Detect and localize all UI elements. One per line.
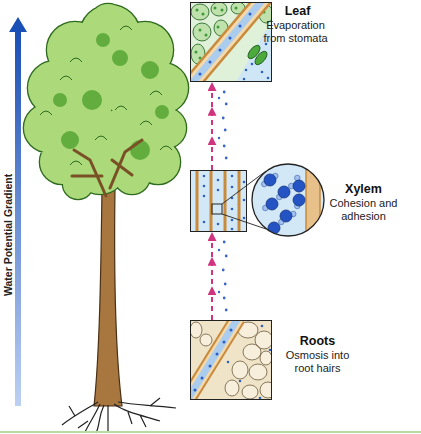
flow-arrow: [211, 82, 213, 170]
vessel-wall: [306, 160, 320, 240]
tree-branches: [72, 140, 142, 196]
leaf-cross-section: [190, 2, 272, 82]
stage-description: Evaporation from stomata: [258, 19, 334, 45]
xylem-section: [190, 170, 247, 232]
bottom-rule: [0, 431, 421, 433]
zoom-detail: [252, 160, 324, 240]
crown-shading: [53, 33, 169, 160]
water-dots: [218, 91, 228, 312]
stage-box: XylemCohesion and adhesion: [190, 170, 247, 232]
root-xylem: [190, 320, 238, 400]
water-molecules: [194, 325, 272, 400]
guard-cell: [253, 49, 269, 66]
leaf-vein-wall: [190, 2, 266, 82]
tree-crown-fill: [24, 4, 188, 199]
gradient-arrow-head: [9, 17, 27, 32]
root-cross-section: [190, 320, 272, 400]
axis-label: Water Potential Gradient: [2, 174, 14, 296]
tree-trunk: [94, 188, 122, 406]
tree-roots: [62, 398, 176, 433]
stage-description: Cohesion and adhesion: [326, 197, 402, 223]
crown-texture: [40, 26, 172, 165]
zoom-circle: [252, 164, 324, 236]
xylem-background: [190, 170, 247, 232]
zoom-marker: [212, 204, 222, 214]
stage-heading: Leaf: [262, 4, 334, 18]
root-vessel-wall: [190, 320, 238, 400]
stage-heading: Roots: [282, 334, 354, 348]
stage-heading: Xylem: [328, 182, 400, 196]
gradient-arrow-shaft: [15, 30, 21, 406]
stage-box: RootsOsmosis into root hairs: [190, 320, 272, 400]
water-molecules: [264, 174, 305, 234]
water-molecules: [199, 13, 270, 81]
stage-box: LeafEvaporation from stomata: [190, 2, 272, 82]
stage-description: Osmosis into root hairs: [280, 349, 356, 375]
root-vessel-tissue: [190, 320, 238, 400]
leaf-vein-tissue: [190, 2, 266, 82]
leaf-vein-xylem: [190, 2, 266, 82]
flow-arrow: [211, 232, 213, 320]
tree-crown-outline: [24, 4, 188, 199]
